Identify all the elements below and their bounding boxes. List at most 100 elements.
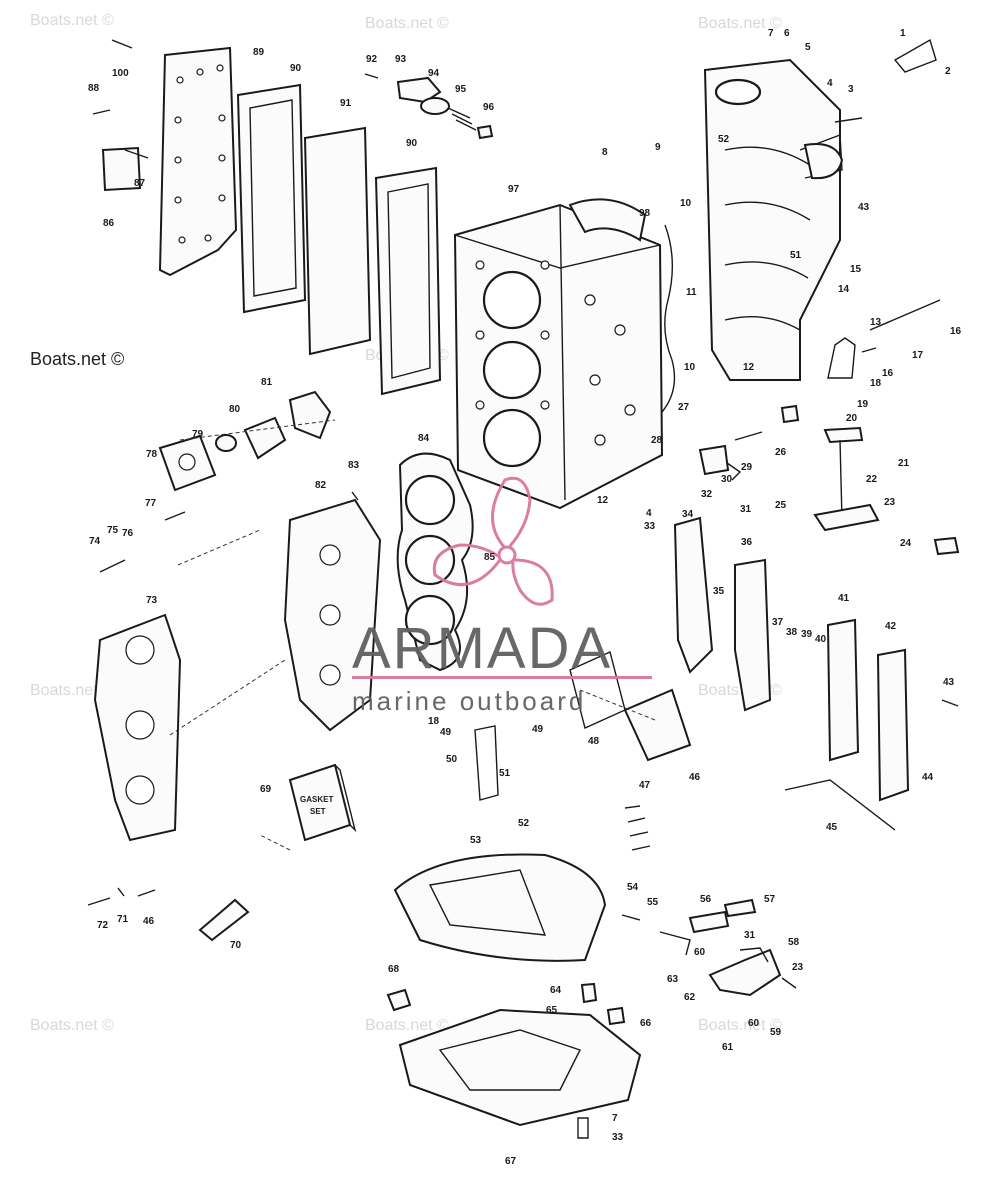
watermark-faint: Boats.net ©	[30, 12, 114, 29]
callout-80: 80	[229, 404, 241, 415]
callout-51: 51	[790, 250, 802, 261]
callout-65: 65	[546, 1005, 558, 1016]
callout-10b: 10	[684, 362, 696, 373]
callout-6: 6	[784, 28, 790, 39]
callout-52: 52	[718, 134, 730, 145]
propeller-logo-icon	[432, 476, 554, 606]
callout-43: 43	[858, 202, 870, 213]
callout-28: 28	[651, 435, 663, 446]
watermark-faint: Boats.net ©	[30, 682, 114, 699]
callout-58: 58	[788, 937, 800, 948]
callout-75: 75	[107, 525, 119, 536]
callout-94: 94	[428, 68, 440, 79]
logo-brand-text: ARMADA	[352, 616, 612, 681]
callout-2: 2	[945, 66, 951, 77]
callout-26: 26	[775, 447, 787, 458]
callout-44: 44	[922, 772, 934, 783]
callout-4: 4	[827, 78, 833, 89]
callout-74: 74	[89, 536, 101, 547]
callout-87: 87	[134, 178, 146, 189]
callout-13: 13	[870, 317, 882, 328]
callout-7: 7	[768, 28, 774, 39]
callout-76: 76	[122, 528, 134, 539]
callout-17: 17	[912, 350, 924, 361]
callout-46b: 46	[143, 916, 155, 927]
callout-37: 37	[772, 617, 784, 628]
logo-underline	[352, 676, 652, 679]
callout-93: 93	[395, 54, 407, 65]
callout-97: 97	[508, 184, 520, 195]
callout-16: 16	[950, 326, 962, 337]
callout-56: 56	[700, 894, 712, 905]
callout-83: 83	[348, 460, 360, 471]
callout-15: 15	[850, 264, 862, 275]
callout-20: 20	[846, 413, 858, 424]
callout-42: 42	[885, 621, 897, 632]
callout-96: 96	[483, 102, 495, 113]
callout-10: 10	[680, 198, 692, 209]
callout-64: 64	[550, 985, 562, 996]
callout-85: 85	[484, 552, 496, 563]
callout-12: 12	[743, 362, 755, 373]
callout-9: 9	[655, 142, 661, 153]
callout-14: 14	[838, 284, 850, 295]
callout-84: 84	[418, 433, 430, 444]
callout-88: 88	[88, 83, 100, 94]
watermark-faint: Boats.net ©	[698, 15, 782, 32]
callout-72: 72	[97, 920, 109, 931]
callout-31b: 31	[744, 930, 756, 941]
callout-4b: 4	[646, 508, 652, 519]
callout-24: 24	[900, 538, 912, 549]
callout-16b: 16	[882, 368, 894, 379]
callout-1: 1	[900, 28, 906, 39]
callout-70: 70	[230, 940, 242, 951]
callout-95: 95	[455, 84, 467, 95]
callout-labels: 100 88 87 86 89 90 91 90 92 93 94 95 96 …	[88, 28, 962, 1167]
callout-60: 60	[694, 947, 706, 958]
callout-60b: 60	[748, 1018, 760, 1029]
watermark-faint: Boats.net ©	[30, 1017, 114, 1034]
watermark-faint: Boats.net ©	[365, 15, 449, 32]
exhaust-plate	[393, 853, 607, 962]
callout-22: 22	[866, 474, 878, 485]
callout-57: 57	[764, 894, 776, 905]
exhaust-housing	[386, 982, 642, 1139]
callout-49b: 49	[440, 727, 452, 738]
gasket-set-box: GASKET SET	[288, 763, 357, 842]
logo-tagline-text: marine outboard	[352, 686, 586, 716]
callout-55: 55	[647, 897, 659, 908]
callout-8: 8	[602, 147, 608, 158]
callout-54: 54	[627, 882, 639, 893]
callout-34: 34	[682, 509, 694, 520]
callout-91: 91	[340, 98, 352, 109]
callout-41: 41	[838, 593, 850, 604]
callout-31: 31	[740, 504, 752, 515]
callout-82: 82	[315, 480, 327, 491]
callout-59: 59	[770, 1027, 782, 1038]
callout-90b: 90	[406, 138, 418, 149]
callout-73: 73	[146, 595, 158, 606]
callout-38: 38	[786, 627, 798, 638]
callout-49: 49	[532, 724, 544, 735]
crankcase	[703, 38, 941, 381]
callout-63: 63	[667, 974, 679, 985]
callout-19: 19	[857, 399, 869, 410]
throttle-linkage	[698, 404, 960, 556]
callout-21: 21	[898, 458, 910, 469]
cylinder-block	[453, 198, 676, 510]
callout-45: 45	[826, 822, 838, 833]
callout-79: 79	[192, 429, 204, 440]
callout-86: 86	[103, 218, 115, 229]
armada-logo: ARMADA marine outboard	[352, 476, 652, 716]
callout-40: 40	[815, 634, 827, 645]
callout-7b: 7	[612, 1113, 618, 1124]
callout-68: 68	[388, 964, 400, 975]
leader-lines	[169, 419, 656, 851]
spark-plug-group	[87, 887, 250, 942]
callout-53: 53	[470, 835, 482, 846]
watermark-main: Boats.net ©	[30, 349, 124, 369]
gasket-box-label: SET	[310, 807, 326, 816]
callout-35: 35	[713, 586, 725, 597]
callout-66: 66	[640, 1018, 652, 1029]
callout-78: 78	[146, 449, 158, 460]
